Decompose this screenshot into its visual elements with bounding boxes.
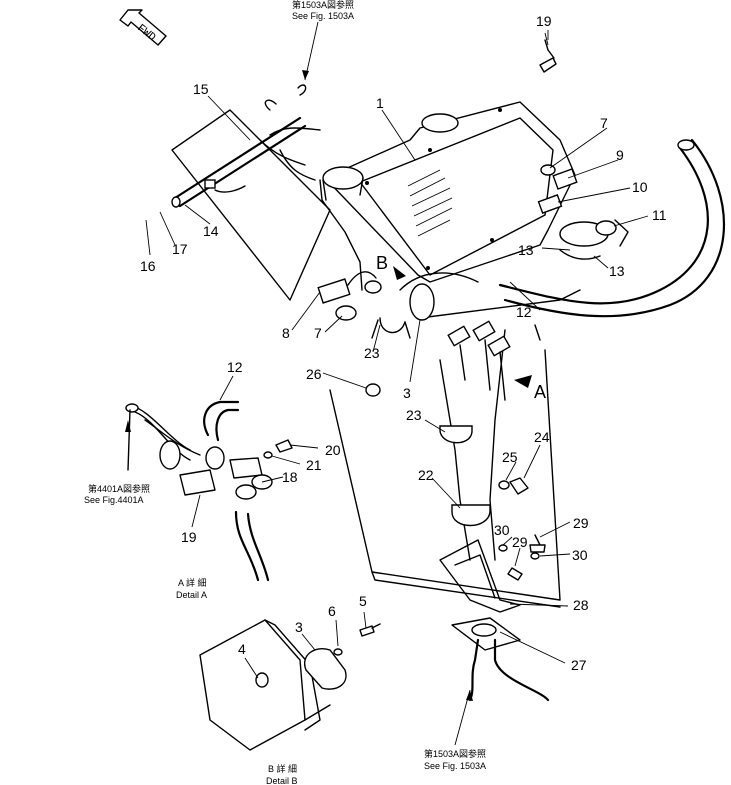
part-number: 7 xyxy=(600,115,608,131)
part-number: 20 xyxy=(325,442,341,458)
view-b-arrow xyxy=(393,266,406,280)
part-number: 12 xyxy=(227,359,243,375)
detail-a-en: Detail A xyxy=(176,590,207,600)
part-number: 9 xyxy=(616,147,624,163)
flange-27 xyxy=(451,617,550,702)
ref-left-en: See Fig.4401A xyxy=(84,495,144,505)
part-number: 29 xyxy=(512,534,528,550)
part-number: 5 xyxy=(359,593,367,609)
connector-8 xyxy=(317,271,382,321)
part-number: 21 xyxy=(306,457,322,473)
part-number: 1 xyxy=(376,95,384,111)
leader-lines xyxy=(145,32,649,679)
part-number: 14 xyxy=(203,223,219,239)
part-number: 19 xyxy=(181,529,197,545)
part-number: 28 xyxy=(573,597,589,613)
part-number: 25 xyxy=(502,449,518,465)
part-number: 18 xyxy=(282,469,298,485)
part-number: 23 xyxy=(406,407,422,423)
clamp-23-lower xyxy=(439,425,491,527)
hose-right xyxy=(498,138,726,318)
part-number: 8 xyxy=(282,325,290,341)
part-number: 23 xyxy=(364,345,380,361)
nut-26 xyxy=(365,383,381,397)
ref-bottom: 第1503A図参照 See Fig. 1503A xyxy=(424,689,486,771)
ref-top-jp: 第1503A図参照 xyxy=(292,0,354,10)
part-number: 7 xyxy=(314,325,322,341)
part-number: 13 xyxy=(518,242,534,258)
detail-b-caption: B 詳 細 Detail B xyxy=(266,763,298,785)
bolt-2 xyxy=(539,30,557,73)
bolt-24 xyxy=(498,477,529,495)
detail-a-drawing xyxy=(125,400,293,582)
ref-top-en: See Fig. 1503A xyxy=(292,11,354,21)
part-number: 3 xyxy=(295,619,303,635)
part-number: 10 xyxy=(632,179,648,195)
part-number: 27 xyxy=(571,657,587,673)
ref-top: 第1503A図参照 See Fig. 1503A xyxy=(292,0,354,81)
view-a-arrow xyxy=(514,375,532,388)
part-number: 24 xyxy=(534,429,550,445)
part-number: 4 xyxy=(238,641,246,657)
part-number: 3 xyxy=(403,385,411,401)
part-number: 30 xyxy=(572,547,588,563)
detail-a-jp: A 詳 細 xyxy=(178,577,207,588)
part-numbers: 1 19 3 3 4 5 6 7 7 8 9 10 11 12 12 13 13… xyxy=(140,13,667,673)
part-number: 19 xyxy=(536,13,552,29)
detail-b-en: Detail B xyxy=(266,776,298,785)
switch-cluster xyxy=(537,164,629,260)
detail-b-jp: B 詳 細 xyxy=(268,763,297,774)
view-b-label: B xyxy=(376,253,388,273)
part-number: 29 xyxy=(573,515,589,531)
part-number: 16 xyxy=(140,258,156,274)
connectors-center xyxy=(447,320,511,401)
bracket-28 xyxy=(439,534,546,613)
detail-b-drawing xyxy=(199,619,381,751)
part-number: 17 xyxy=(172,241,188,257)
ref-left: 第4401A図参照 See Fig.4401A xyxy=(84,483,150,505)
part-number: 26 xyxy=(306,366,322,382)
view-a-label: A xyxy=(534,382,546,402)
clamps-center xyxy=(371,272,479,339)
part-number: 11 xyxy=(652,207,667,223)
part-number: 13 xyxy=(609,263,625,279)
part-number: 12 xyxy=(516,304,532,320)
part-number: 6 xyxy=(328,603,336,619)
part-number: 30 xyxy=(494,522,510,538)
dash-panel xyxy=(319,101,576,291)
part-number: 22 xyxy=(418,467,434,483)
ref-bottom-jp: 第1503A図参照 xyxy=(424,748,486,759)
harness-15 xyxy=(171,84,331,301)
part-number: 15 xyxy=(193,81,209,97)
detail-a-caption: A 詳 細 Detail A xyxy=(176,577,207,600)
ref-bottom-en: See Fig. 1503A xyxy=(424,761,486,771)
fwd-arrow: FWD xyxy=(119,9,167,46)
ref-left-jp: 第4401A図参照 xyxy=(88,483,150,494)
column xyxy=(329,289,581,608)
